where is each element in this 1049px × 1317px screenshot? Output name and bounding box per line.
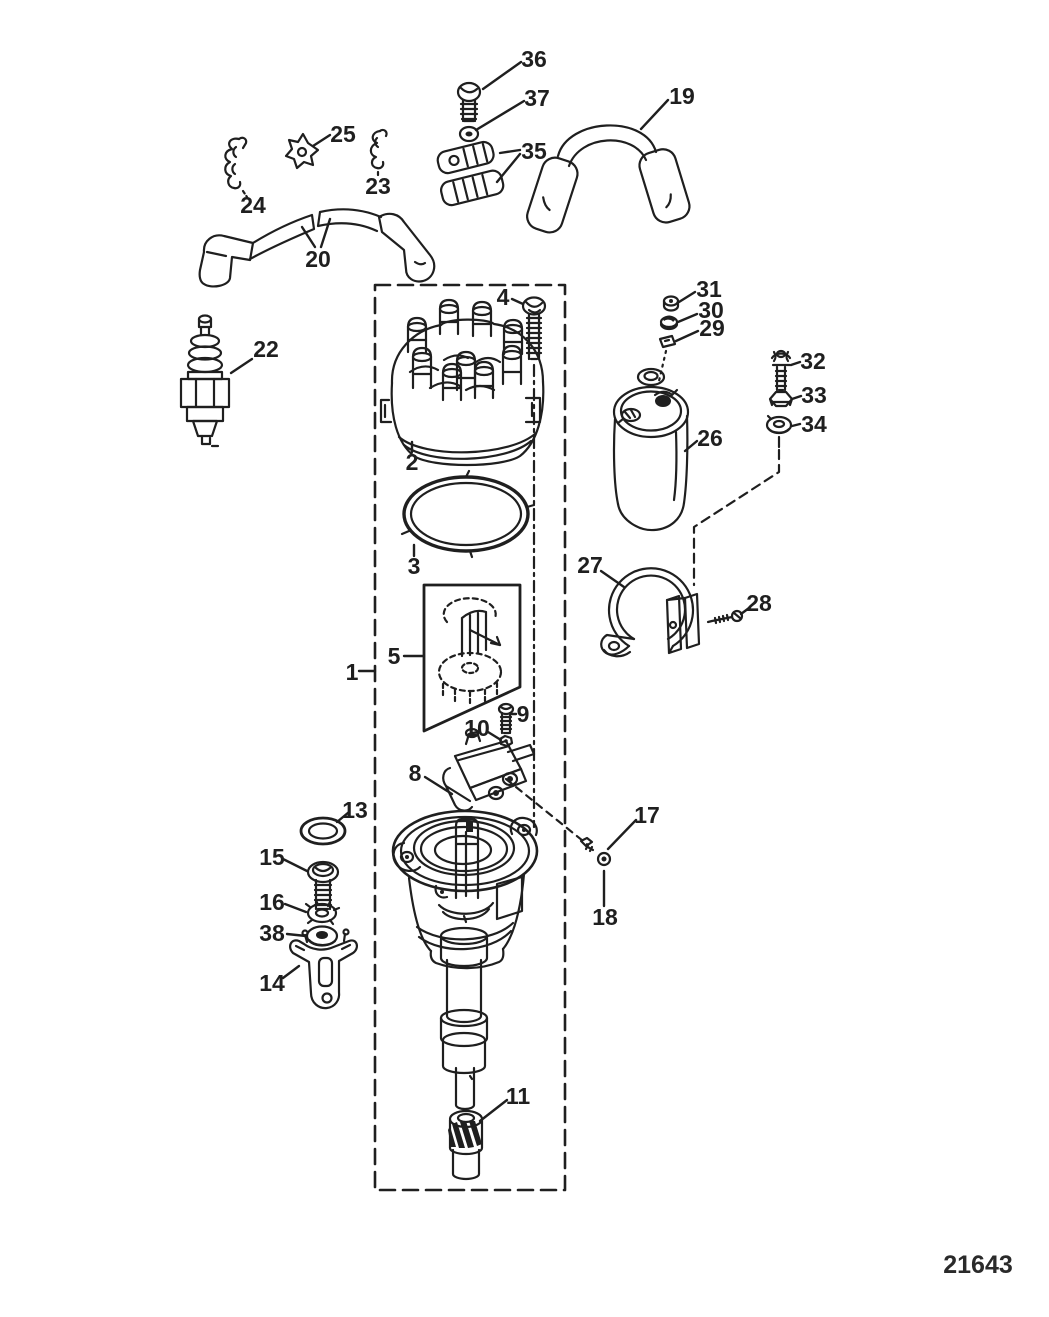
star-clip-25-drawing xyxy=(284,132,320,170)
screw-36-drawing xyxy=(456,81,482,123)
ignition-sensor-8-drawing xyxy=(442,727,536,812)
retainer-clip-23-drawing xyxy=(369,128,388,179)
cap-screw-4-drawing xyxy=(521,296,547,829)
callout-33: 33 xyxy=(801,382,827,408)
distributor-cap-2-drawing xyxy=(379,298,545,467)
callout-4: 4 xyxy=(497,284,510,310)
callout-23: 23 xyxy=(365,173,391,199)
callout-16: 16 xyxy=(259,889,285,915)
callout-30: 30 xyxy=(698,297,724,323)
callout-27: 27 xyxy=(577,552,603,578)
distributor-housing-drawing xyxy=(391,809,539,1111)
callout-25: 25 xyxy=(330,121,356,147)
hold-down-clamp-14-drawing xyxy=(289,928,359,1010)
pickup-screw-9-drawing xyxy=(497,702,515,735)
callout-28: 28 xyxy=(746,590,772,616)
drive-gear-11-drawing xyxy=(448,1109,484,1181)
retainer-clip-24-drawing xyxy=(224,136,249,199)
callout-15: 15 xyxy=(259,844,285,870)
callout-24: 24 xyxy=(240,192,266,218)
callout-34: 34 xyxy=(801,411,827,437)
clamp-screw-28-drawing xyxy=(706,609,744,625)
callout-1: 1 xyxy=(346,659,359,685)
callout-26: 26 xyxy=(697,425,723,451)
leader-lines xyxy=(229,60,803,1123)
callout-37: 37 xyxy=(524,85,550,111)
callout-17: 17 xyxy=(634,802,660,828)
callout-10: 10 xyxy=(464,715,490,741)
callout-18: 18 xyxy=(592,904,618,930)
callout-3: 3 xyxy=(408,553,421,579)
callout-35: 35 xyxy=(521,138,547,164)
callout-11: 11 xyxy=(506,1083,531,1109)
cap-gasket-3-drawing xyxy=(400,469,536,559)
callout-14: 14 xyxy=(259,970,285,996)
coil-terminal-hardware-drawing xyxy=(657,295,680,383)
callout-8: 8 xyxy=(409,760,422,786)
rotor-5-drawing xyxy=(422,583,522,733)
spark-plug-22-drawing xyxy=(179,314,231,448)
callout-32: 32 xyxy=(800,348,826,374)
alignment-dash-module xyxy=(504,777,590,847)
callout-2: 2 xyxy=(406,449,419,475)
spark-plug-wire-19-drawing xyxy=(526,124,691,234)
callout-29: 29 xyxy=(699,315,725,341)
washer-38-drawing xyxy=(305,925,339,947)
callout-38: 38 xyxy=(259,920,285,946)
callout-13: 13 xyxy=(342,797,368,823)
callout-20: 20 xyxy=(305,246,331,272)
callout-5: 5 xyxy=(388,643,401,669)
washer-37-drawing xyxy=(458,125,480,143)
ignition-coil-26-drawing xyxy=(612,367,690,532)
lock-washer-16-drawing xyxy=(304,898,341,926)
mounting-screw-17-18-drawing xyxy=(579,836,612,867)
coil-clamp-27-drawing xyxy=(600,567,701,658)
coil-mount-hardware-drawing xyxy=(692,349,794,587)
callout-36: 36 xyxy=(521,46,547,72)
bolt-15-drawing xyxy=(306,860,340,911)
callout-31: 31 xyxy=(696,276,722,302)
callout-9: 9 xyxy=(517,701,530,727)
distributor-assembly-box-1 xyxy=(373,283,567,1192)
spark-plug-wires-20-drawing xyxy=(198,208,436,288)
o-ring-13-drawing xyxy=(299,816,347,846)
callout-19: 19 xyxy=(669,83,695,109)
callout-22: 22 xyxy=(253,336,279,362)
wire-separator-35-drawing xyxy=(436,140,505,207)
drawing-number: 21643 xyxy=(943,1251,1013,1279)
